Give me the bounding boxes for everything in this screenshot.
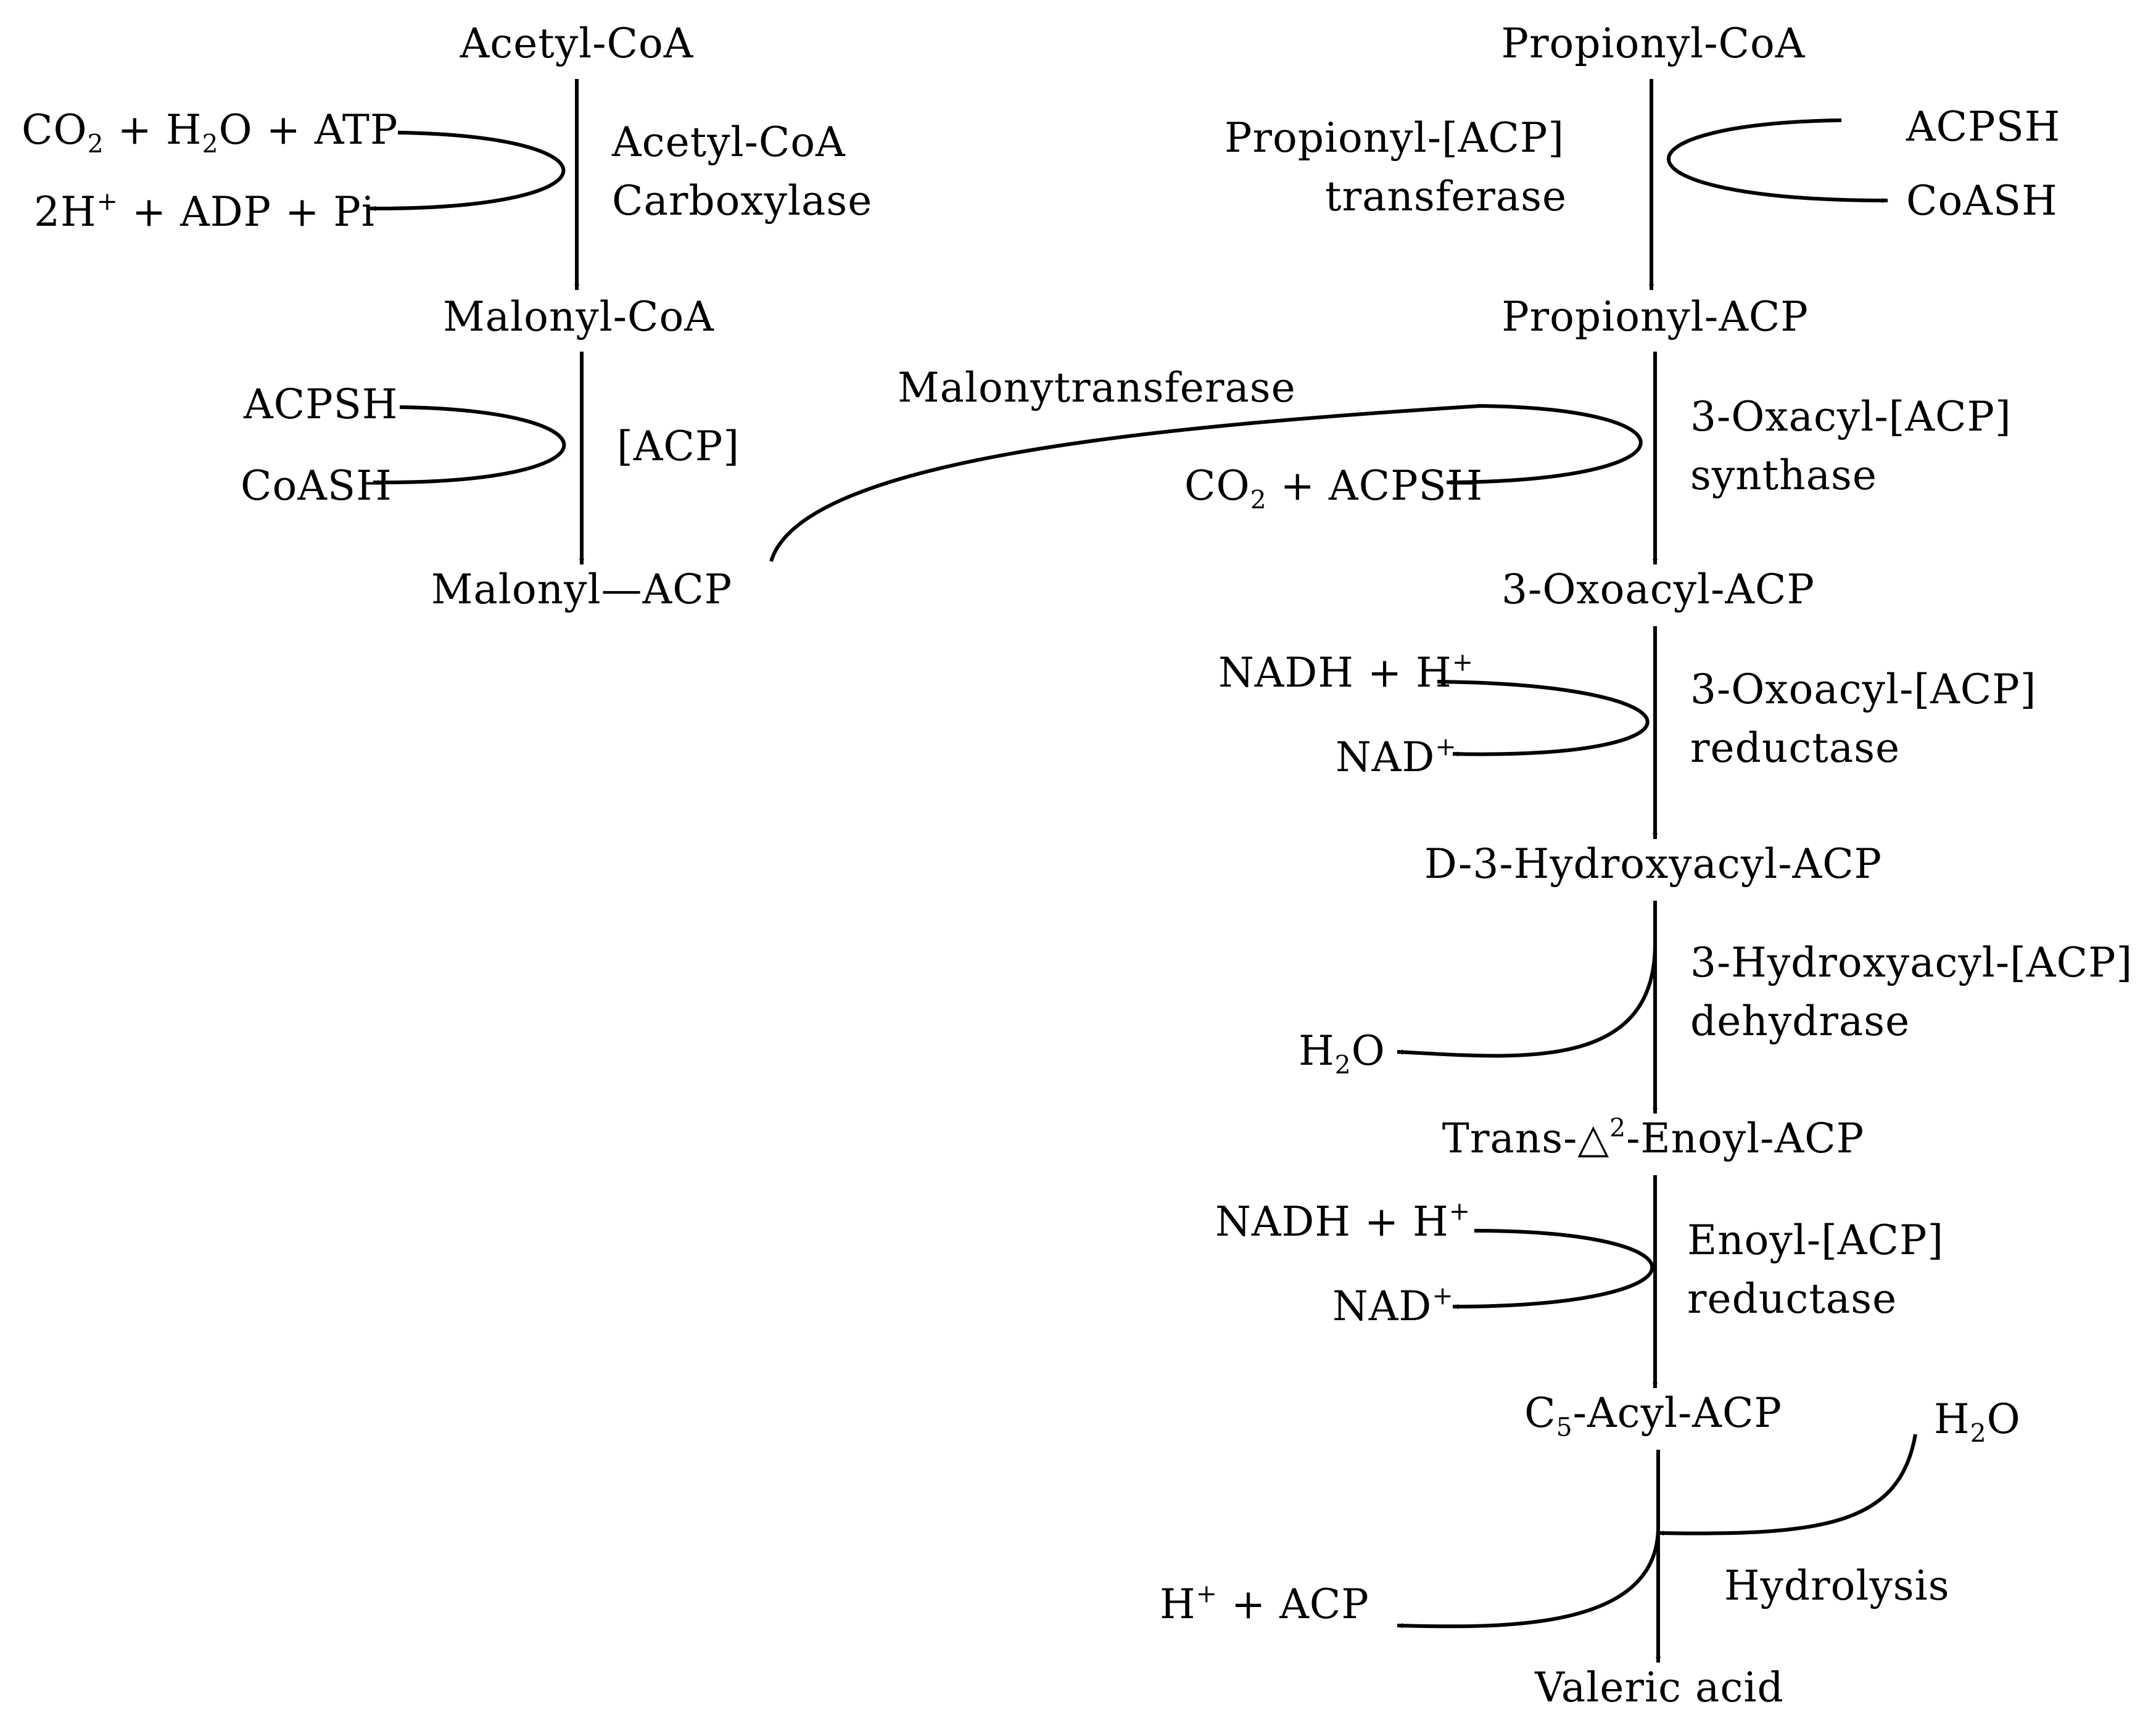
curve-nadh-to-nad-2 bbox=[1452, 1229, 1654, 1309]
nadh-input-2: NADH + H+ bbox=[1215, 1196, 1471, 1246]
curve-h2o-to-hydrolysis bbox=[1658, 1434, 1917, 1536]
enzyme-acp: [ACP] bbox=[617, 423, 740, 470]
curve-hydrolysis-to-hacp bbox=[1397, 1526, 1660, 1629]
h2o-output: H2O bbox=[1299, 1027, 1386, 1080]
nad-output-1: NAD+ bbox=[1336, 732, 1457, 781]
coash-output-left: CoASH bbox=[241, 462, 392, 510]
h-acp-output: H+ + ACP bbox=[1160, 1579, 1369, 1628]
node-propionyl-acp: Propionyl-ACP bbox=[1501, 293, 1809, 341]
curve-malonylacp-to-synthase bbox=[769, 403, 1643, 562]
enzyme-dehydrase-line2: dehydrase bbox=[1690, 998, 1910, 1045]
curve-atp-to-adp bbox=[370, 131, 566, 212]
enzyme-malonytransferase: Malonytransferase bbox=[898, 364, 1296, 411]
node-malonyl-coa: Malonyl-CoA bbox=[443, 293, 714, 341]
node-propionyl-coa: Propionyl-CoA bbox=[1501, 20, 1806, 67]
carboxylase-inputs: CO2 + H2O + ATP bbox=[22, 106, 399, 159]
node-malonyl-acp: Malonyl—ACP bbox=[431, 566, 733, 613]
curve-nadh-to-nad-1 bbox=[1437, 680, 1650, 757]
enzyme-carboxylase-line2: Carboxylase bbox=[612, 177, 873, 225]
enzyme-synthase-line2: synthase bbox=[1690, 452, 1877, 499]
node-d-3-hydroxyacyl-acp: D-3-Hydroxyacyl-ACP bbox=[1424, 840, 1883, 888]
enzyme-carboxylase-line1: Acetyl-CoA bbox=[612, 118, 846, 166]
enzyme-synthase-line1: 3-Oxacyl-[ACP] bbox=[1690, 393, 2012, 440]
acpsh-input-left: ACPSH bbox=[244, 381, 399, 428]
node-3-oxoacyl-acp: 3-Oxoacyl-ACP bbox=[1501, 566, 1815, 613]
nadh-input-1: NADH + H+ bbox=[1218, 647, 1474, 696]
enzyme-reductase1-line1: 3-Oxoacyl-[ACP] bbox=[1690, 666, 2037, 713]
coash-output-right: CoASH bbox=[1906, 177, 2058, 225]
node-valeric-acid: Valeric acid bbox=[1535, 1664, 1784, 1711]
enzyme-hydrolysis: Hydrolysis bbox=[1724, 1562, 1950, 1609]
enzyme-dehydrase-line1: 3-Hydroxyacyl-[ACP] bbox=[1690, 939, 2133, 986]
enzyme-transferase-line2: transferase bbox=[1325, 173, 1567, 220]
node-c5-acyl-acp: C5-Acyl-ACP bbox=[1524, 1389, 1782, 1442]
acpsh-input-right: ACPSH bbox=[1906, 103, 2061, 151]
curve-dehydrase-to-h2o bbox=[1397, 943, 1657, 1058]
carboxylase-outputs: 2H+ + ADP + Pi bbox=[34, 186, 375, 236]
enzyme-reductase1-line2: reductase bbox=[1690, 724, 1901, 772]
enzyme-transferase-line1: Propionyl-[ACP] bbox=[1225, 114, 1565, 162]
node-acetyl-coa: Acetyl-CoA bbox=[460, 20, 694, 67]
curve-acpsh-to-coash-right bbox=[1667, 118, 1888, 203]
synthase-outputs: CO2 + ACPSH bbox=[1184, 462, 1484, 515]
h2o-input: H2O bbox=[1934, 1395, 2021, 1448]
enzyme-reductase2-line2: reductase bbox=[1687, 1275, 1898, 1323]
node-trans-enoyl-acp: Trans-△2-Enoyl-ACP bbox=[1442, 1113, 1865, 1162]
curve-acpsh-to-coash-left bbox=[373, 405, 566, 485]
enzyme-reductase2-line1: Enoyl-[ACP] bbox=[1687, 1217, 1944, 1264]
nad-output-2: NAD+ bbox=[1332, 1281, 1454, 1330]
